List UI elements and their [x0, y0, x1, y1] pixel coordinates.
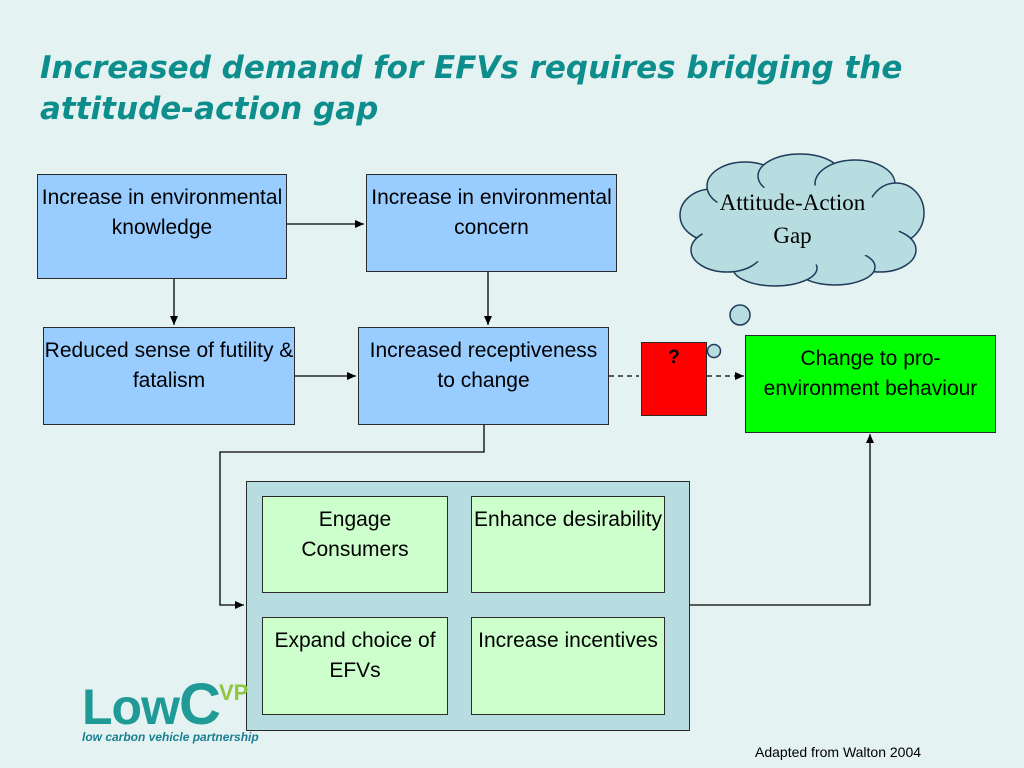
cloud-label: Attitude-Action Gap	[719, 190, 866, 248]
slide-title: Increased demand for EFVs requires bridg…	[40, 50, 903, 127]
node-futility: Reduced sense of futility & fatalism	[43, 327, 295, 425]
node-choice: Expand choice of EFVs	[262, 617, 448, 715]
node-receptiveness: Increased receptiveness to change	[358, 327, 609, 425]
node-desirability: Enhance desirability	[471, 496, 665, 593]
logo-superscript: VP	[219, 680, 249, 705]
thought-bubble-large	[729, 304, 751, 326]
node-knowledge: Increase in environmental knowledge	[37, 174, 287, 279]
logo-wordmark: LowC	[82, 672, 221, 737]
node-incentives: Increase incentives	[471, 617, 665, 715]
question-box: ?	[641, 342, 707, 416]
source-credit: Adapted from Walton 2004	[755, 744, 922, 760]
lowcvp-logo: LowC VP low carbon vehicle partnership	[82, 672, 259, 748]
thought-bubble-medium	[706, 343, 722, 359]
logo-tagline: low carbon vehicle partnership	[82, 730, 259, 744]
arrow-receptiveness-to-panel	[219, 424, 485, 609]
arrow-panel-to-behaviour	[690, 434, 874, 606]
node-engage: Engage Consumers	[262, 496, 448, 593]
node-behaviour: Change to pro-environment behaviour	[745, 335, 996, 433]
node-concern: Increase in environmental concern	[366, 174, 617, 272]
